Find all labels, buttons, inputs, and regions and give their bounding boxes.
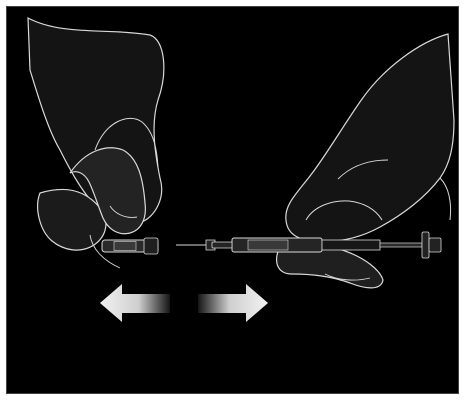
left-arrow-icon: [100, 284, 170, 322]
left-hand: [28, 18, 164, 268]
needle: [176, 240, 215, 250]
right-arrow-icon: [198, 284, 268, 322]
needle-cap: [102, 238, 158, 254]
